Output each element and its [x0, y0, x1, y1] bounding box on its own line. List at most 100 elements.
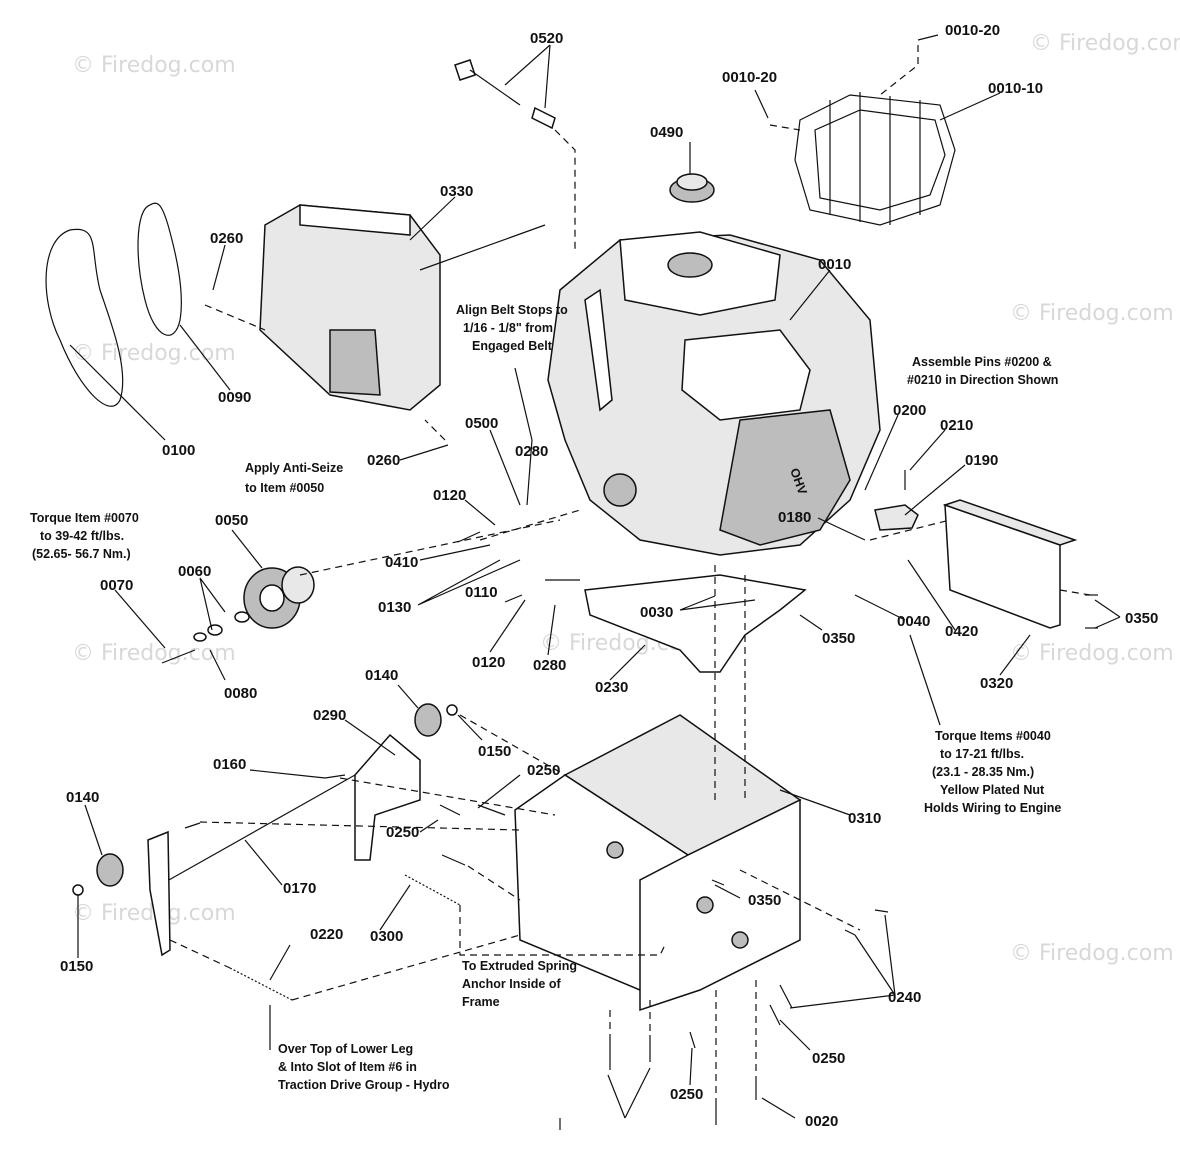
- label-0250: 0250: [670, 1086, 703, 1103]
- label-0100: 0100: [162, 442, 195, 459]
- label-0190: 0190: [965, 452, 998, 469]
- label-0140: 0140: [66, 789, 99, 806]
- watermark: © Firedog.com: [1030, 31, 1180, 56]
- watermark: © Firedog.com: [1010, 301, 1174, 326]
- shield-0320: [942, 499, 1078, 629]
- spring-0300: [404, 874, 461, 906]
- note-lower-leg: Over Top of Lower Leg & Into Slot of Ite…: [278, 1042, 450, 1092]
- label-0230: 0230: [595, 679, 628, 696]
- label-0150: 0150: [478, 743, 511, 760]
- svg-text:to 17-21 ft/lbs.: to 17-21 ft/lbs.: [940, 747, 1024, 761]
- svg-text:#0210 in Direction Shown: #0210 in Direction Shown: [907, 373, 1058, 387]
- label-0120: 0120: [433, 487, 466, 504]
- label-0010: 0010: [818, 256, 851, 273]
- label-0310: 0310: [848, 810, 881, 827]
- label-0290: 0290: [313, 707, 346, 724]
- label-0260: 0260: [210, 230, 243, 247]
- label-0200: 0200: [893, 402, 926, 419]
- svg-text:(23.1 - 28.35 Nm.): (23.1 - 28.35 Nm.): [932, 765, 1034, 779]
- leader-lines: [69, 34, 1121, 1130]
- engine-0010: OHV: [547, 231, 881, 556]
- label-0170: 0170: [283, 880, 316, 897]
- screws: [184, 470, 1098, 1125]
- label-0130: 0130: [378, 599, 411, 616]
- label-0420: 0420: [945, 623, 978, 640]
- oil-cap-0490: [669, 173, 715, 203]
- label-0140: 0140: [365, 667, 398, 684]
- label-0520: 0520: [530, 30, 563, 47]
- label-0350: 0350: [748, 892, 781, 909]
- svg-text:Apply Anti-Seize: Apply Anti-Seize: [245, 461, 343, 475]
- note-anti-seize: Apply Anti-Seize to Item #0050: [245, 461, 343, 495]
- watermark: © Firedog.com: [1010, 641, 1174, 666]
- note-align-belt: Align Belt Stops to 1/16 - 1/8" from Eng…: [456, 303, 568, 353]
- frame-0310: [514, 714, 802, 1012]
- svg-text:Assemble Pins #0200 &: Assemble Pins #0200 &: [912, 355, 1052, 369]
- watermark: © Firedog.com: [72, 53, 236, 78]
- label-0330: 0330: [440, 183, 473, 200]
- svg-text:to Item #0050: to Item #0050: [245, 481, 324, 495]
- label-0120: 0120: [472, 654, 505, 671]
- pulley-0050: [161, 566, 315, 664]
- label-0040: 0040: [897, 613, 930, 630]
- guard-0010-10: [794, 92, 956, 226]
- label-0250: 0250: [386, 824, 419, 841]
- watermarks: © Firedog.com © Firedog.com © Firedog.co…: [72, 31, 1180, 966]
- label-0180: 0180: [778, 509, 811, 526]
- label-0150: 0150: [60, 958, 93, 975]
- label-0010-10: 0010-10: [988, 80, 1043, 97]
- label-0090: 0090: [218, 389, 251, 406]
- label-0160: 0160: [213, 756, 246, 773]
- svg-text:1/16 - 1/8" from: 1/16 - 1/8" from: [463, 321, 553, 335]
- label-0210: 0210: [940, 417, 973, 434]
- bracket-0230: [584, 574, 807, 673]
- choke-0520: [454, 59, 556, 130]
- label-0060: 0060: [178, 563, 211, 580]
- note-torque-0040: Torque Items #0040 to 17-21 ft/lbs. (23.…: [924, 729, 1061, 815]
- label-0250: 0250: [812, 1050, 845, 1067]
- svg-text:Over Top of Lower Leg: Over Top of Lower Leg: [278, 1042, 413, 1056]
- label-0300: 0300: [370, 928, 403, 945]
- label-0250: 0250: [527, 762, 560, 779]
- note-extruded-spring: To Extruded Spring Anchor Inside of Fram…: [462, 959, 577, 1009]
- label-0080: 0080: [224, 685, 257, 702]
- chute-housing-0330: [259, 204, 546, 411]
- label-0490: 0490: [650, 124, 683, 141]
- label-0070: 0070: [100, 577, 133, 594]
- label-0010-20: 0010-20: [722, 69, 777, 86]
- belt-0100: [45, 228, 124, 407]
- watermark: © Firedog.com: [72, 341, 236, 366]
- label-0240: 0240: [888, 989, 921, 1006]
- label-0010-20: 0010-20: [945, 22, 1000, 39]
- svg-text:Torque Items #0040: Torque Items #0040: [935, 729, 1051, 743]
- svg-text:Engaged Belt: Engaged Belt: [472, 339, 553, 353]
- part-labels: 0520 0010-20 0010-20 0010-10 0490 0330 0…: [60, 22, 1158, 1130]
- watermark: © Firedog.com: [1010, 941, 1174, 966]
- label-0350: 0350: [822, 630, 855, 647]
- svg-text:Align Belt Stops to: Align Belt Stops to: [456, 303, 568, 317]
- label-0050: 0050: [215, 512, 248, 529]
- label-0350: 0350: [1125, 610, 1158, 627]
- label-0110: 0110: [465, 584, 498, 601]
- svg-text:Yellow Plated Nut: Yellow Plated Nut: [940, 783, 1045, 797]
- svg-text:Holds Wiring to Engine: Holds Wiring to Engine: [924, 801, 1061, 815]
- watermark: © Firedog.com: [72, 641, 236, 666]
- svg-text:to 39-42 ft/lbs.: to 39-42 ft/lbs.: [40, 529, 124, 543]
- label-0260: 0260: [367, 452, 400, 469]
- svg-text:Traction Drive Group - Hydro: Traction Drive Group - Hydro: [278, 1078, 450, 1092]
- bracket-0190: [874, 504, 919, 531]
- svg-text:Torque Item #0070: Torque Item #0070: [30, 511, 139, 525]
- lever-assembly: [72, 703, 458, 957]
- svg-text:(52.65- 56.7 Nm.): (52.65- 56.7 Nm.): [32, 547, 131, 561]
- svg-text:& Into Slot of Item #6 in: & Into Slot of Item #6 in: [278, 1060, 417, 1074]
- label-0320: 0320: [980, 675, 1013, 692]
- svg-text:Anchor Inside of: Anchor Inside of: [462, 977, 561, 991]
- label-0020: 0020: [805, 1113, 838, 1130]
- label-0500: 0500: [465, 415, 498, 432]
- assembly-lines: [169, 45, 1091, 1100]
- spring-0220: [229, 967, 293, 1001]
- note-assemble-pins: Assemble Pins #0200 & #0210 in Direction…: [907, 355, 1058, 387]
- label-0220: 0220: [310, 926, 343, 943]
- label-0280: 0280: [533, 657, 566, 674]
